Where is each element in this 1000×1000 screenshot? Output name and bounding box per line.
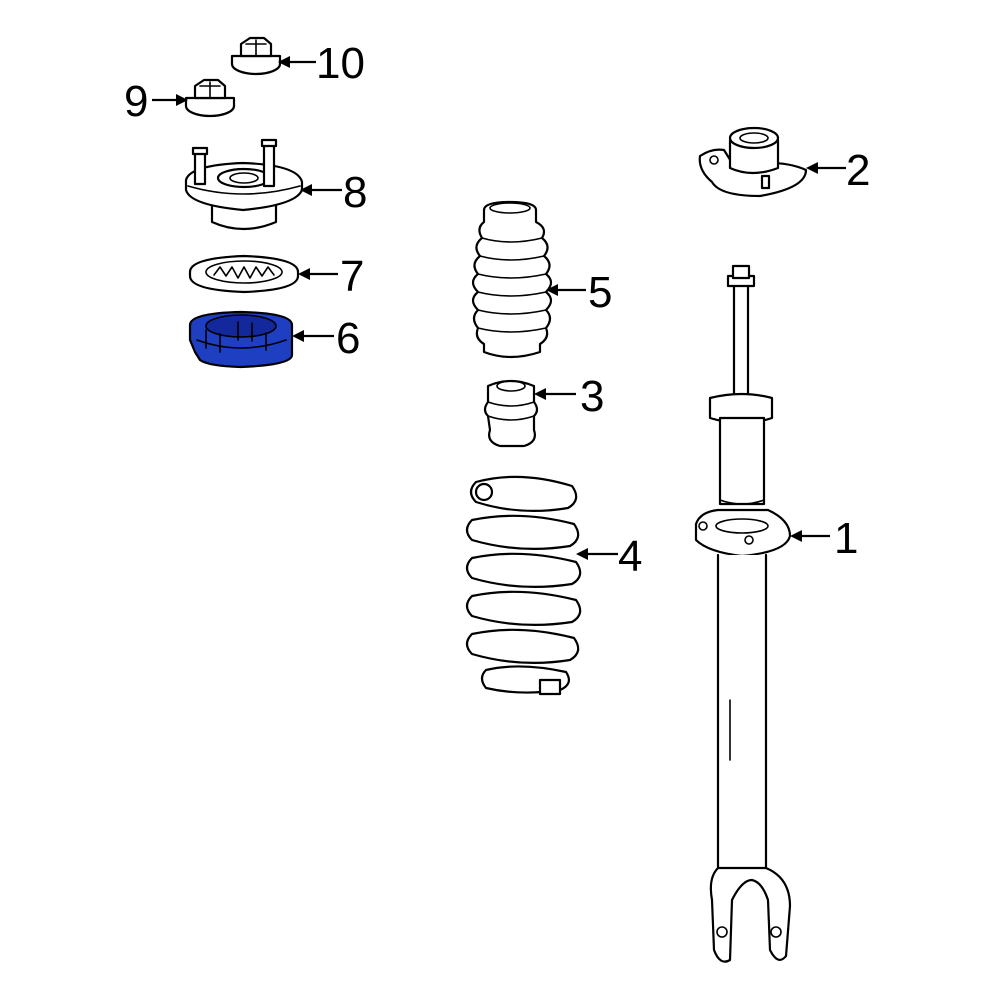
part-6-spring-isolator[interactable] (188, 310, 294, 369)
callout-8: 8 (300, 168, 367, 217)
callout-1: 1 (790, 514, 858, 563)
part-5-dust-boot[interactable] (471, 200, 553, 359)
callout-3: 3 (534, 372, 604, 421)
callout-6: 6 (292, 314, 360, 363)
callout-4: 4 (576, 532, 642, 581)
callout-7-label: 7 (340, 252, 364, 301)
callout-3-label: 3 (580, 372, 604, 421)
part-2-upper-spring-seat[interactable] (698, 126, 808, 198)
callout-7: 7 (298, 252, 364, 301)
callout-10-label: 10 (316, 39, 365, 88)
part-4-coil-spring[interactable] (465, 475, 582, 696)
callout-2-label: 2 (846, 146, 870, 195)
part-8-strut-mount[interactable] (184, 138, 304, 231)
part-3-bump-stop[interactable] (483, 379, 539, 448)
callout-8-label: 8 (343, 168, 367, 217)
part-9-flange-nut[interactable] (184, 78, 236, 118)
callout-2: 2 (806, 146, 870, 195)
callout-4-label: 4 (618, 532, 642, 581)
callout-5-label: 5 (588, 268, 612, 317)
part-1-strut-assembly[interactable] (694, 264, 792, 963)
callout-9-label: 9 (124, 77, 148, 126)
part-7-bearing-ring[interactable] (188, 254, 300, 294)
callout-5: 5 (546, 268, 612, 317)
callout-10: 10 (278, 39, 365, 88)
callout-6-label: 6 (336, 314, 360, 363)
callout-9: 9 (124, 77, 188, 126)
callout-1-label: 1 (834, 514, 858, 563)
part-10-flange-nut[interactable] (230, 36, 282, 76)
